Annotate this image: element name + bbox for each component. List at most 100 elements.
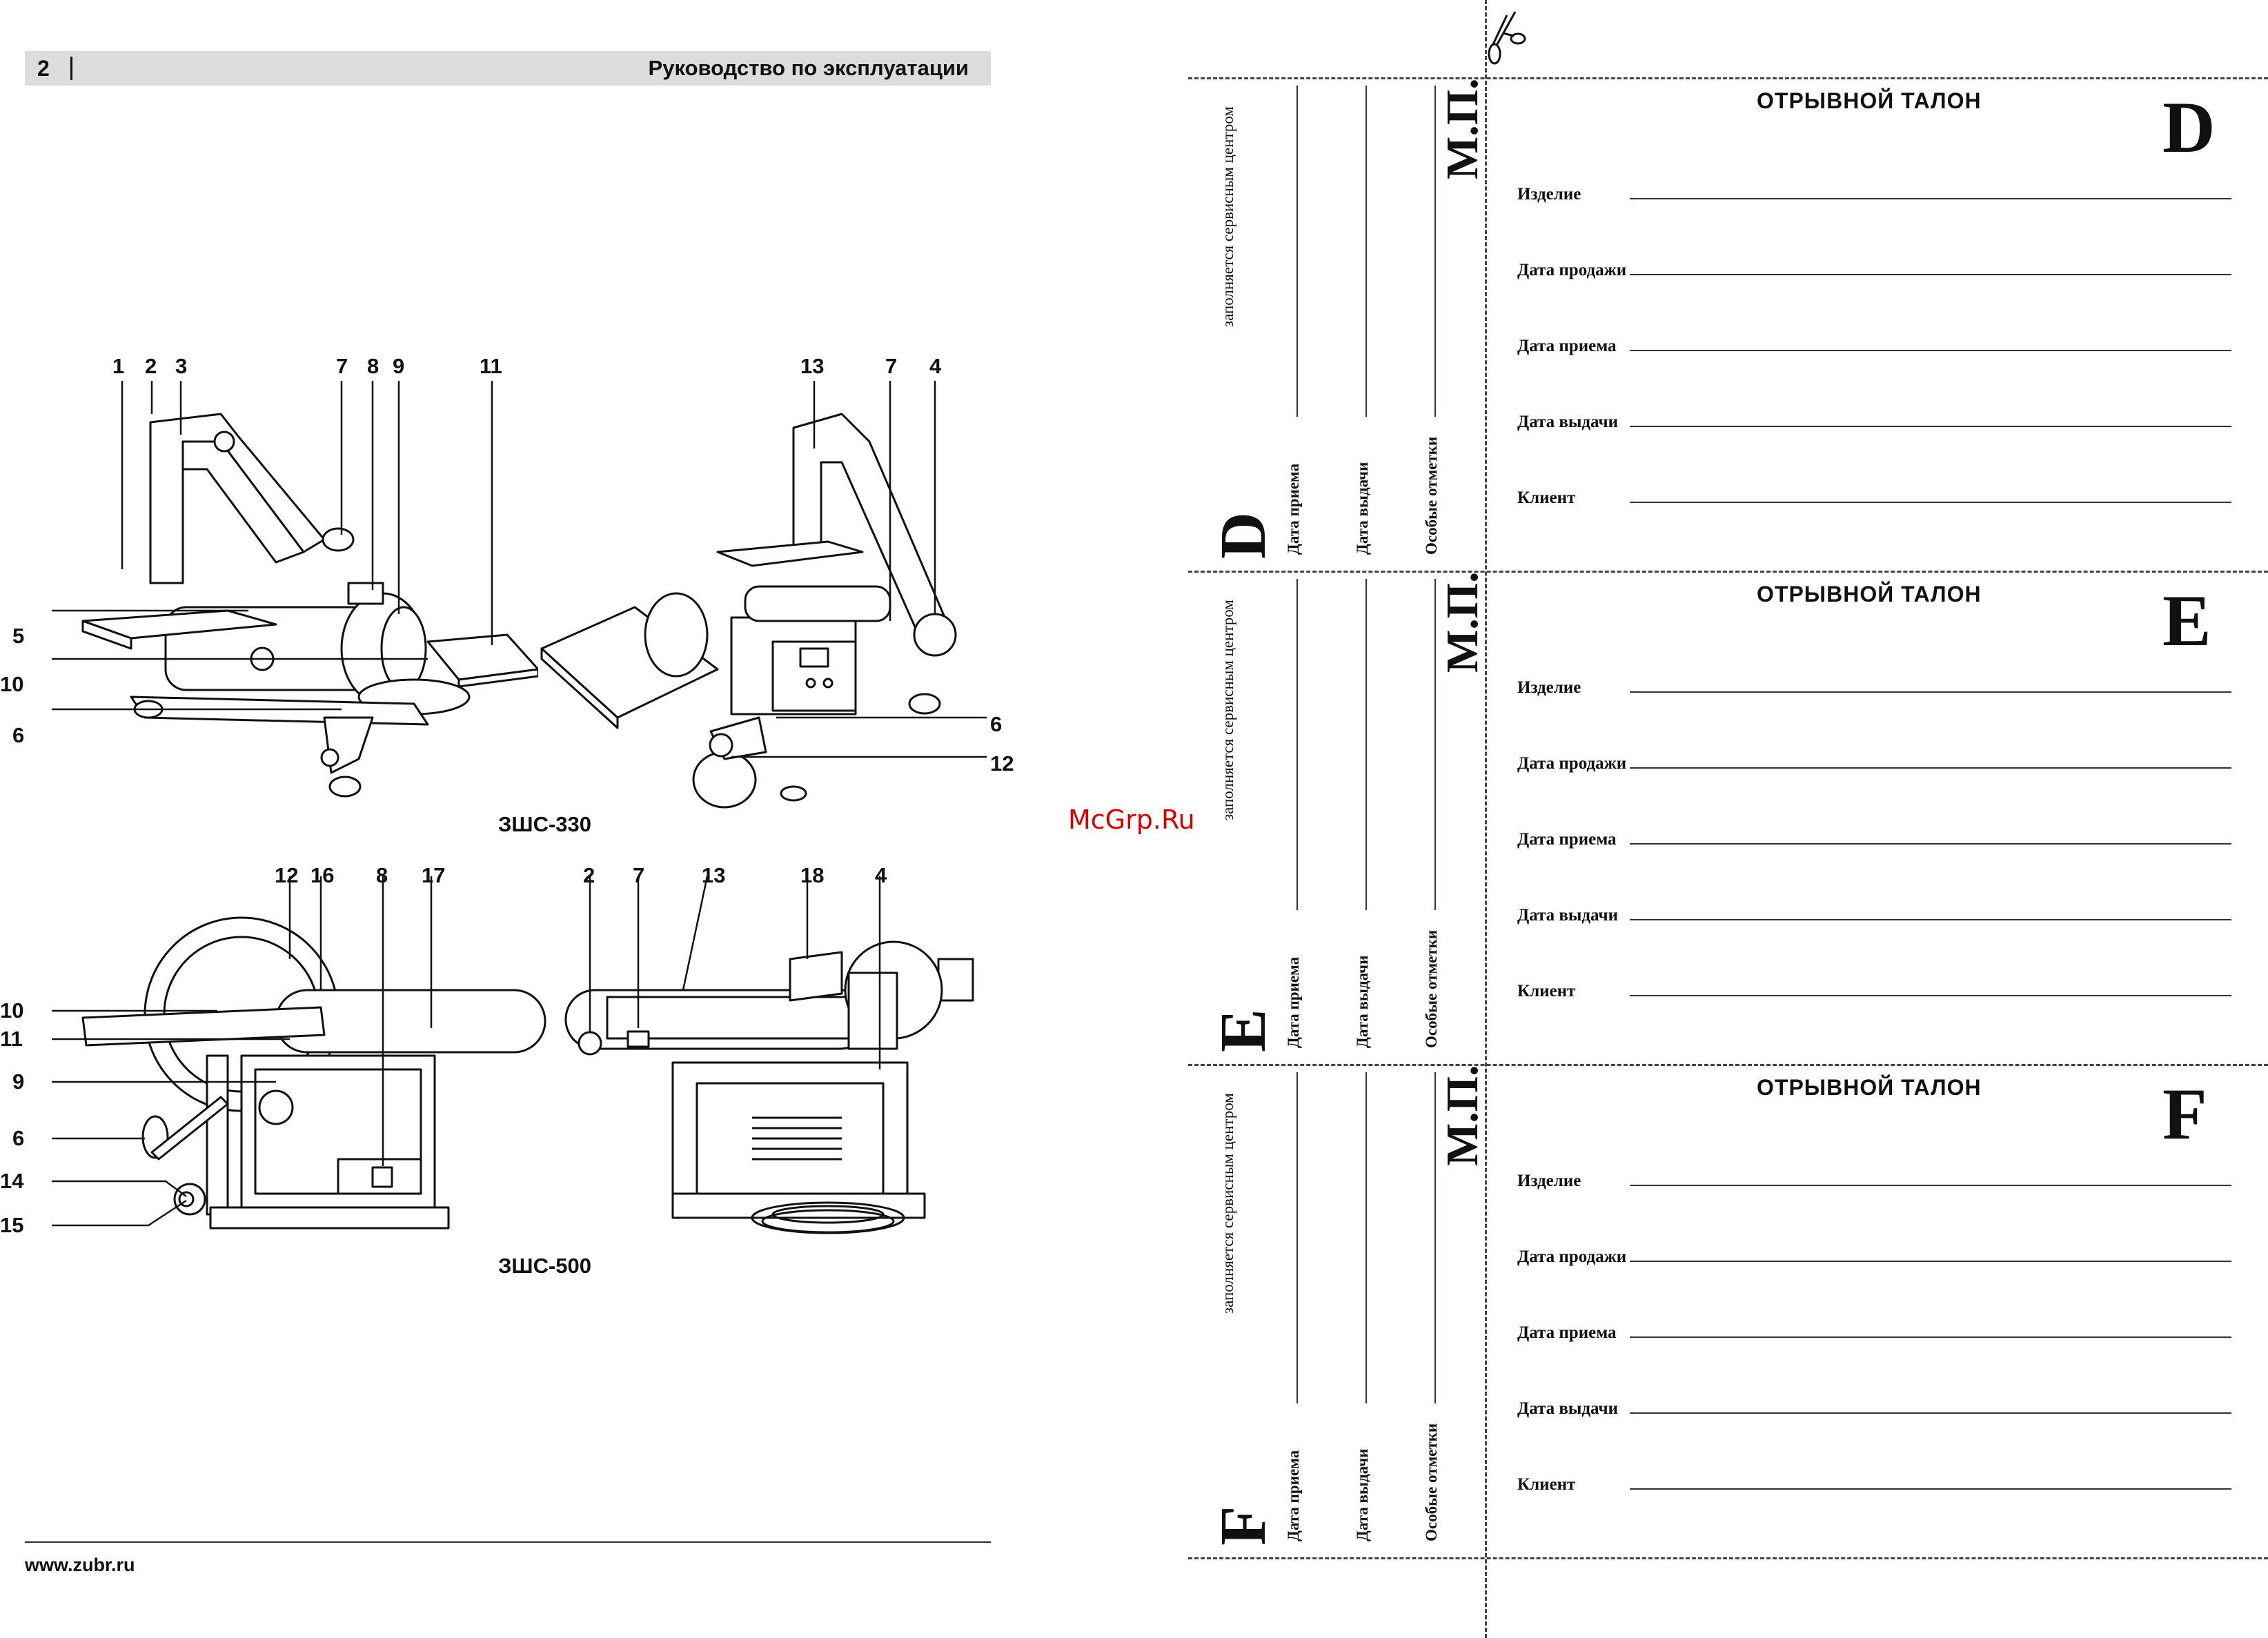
cut-line-vertical <box>1485 0 1487 1638</box>
callout-7c: 7 <box>633 863 645 887</box>
coupon-title: ОТРЫВНОЙ ТАЛОН <box>1757 88 1982 113</box>
header-divider <box>70 57 72 80</box>
stub-received-label: Дата приема <box>1285 956 1302 1048</box>
field-received-date-label: Дата приема <box>1517 830 1617 849</box>
stub-service-note: заполняется сервисным центром <box>1219 1093 1236 1314</box>
callout-13: 13 <box>800 354 825 378</box>
field-issue-date-label: Дата выдачи <box>1517 413 1619 431</box>
callout-15: 15 <box>0 1213 24 1237</box>
model-label-zshs500: ЗШС-500 <box>498 1254 592 1278</box>
page-number: 2 <box>37 56 50 81</box>
scissors-icon <box>1486 8 1528 74</box>
field-client-line[interactable] <box>1630 1488 2231 1490</box>
stub-notes-line <box>1434 86 1436 417</box>
field-issue-date-label: Дата выдачи <box>1517 1399 1619 1418</box>
field-issue-date-line[interactable] <box>1630 1412 2231 1414</box>
zshs330-right-figure <box>538 345 1035 828</box>
cut-line-bottom <box>1188 1557 2268 1559</box>
callout-18: 18 <box>800 863 825 887</box>
field-product-label: Изделие <box>1517 678 1581 697</box>
stub-service-note: заполняется сервисным центром <box>1219 600 1236 820</box>
stub-notes-label: Особые отметки <box>1423 1423 1440 1541</box>
stub-issued-line <box>1365 86 1367 417</box>
field-client-line[interactable] <box>1630 995 2231 996</box>
callout-1: 1 <box>112 354 125 378</box>
cut-line-top <box>1188 77 2268 79</box>
cut-line-d-e <box>1188 571 2268 573</box>
callout-4b: 4 <box>875 863 887 887</box>
callout-10: 10 <box>0 672 24 696</box>
field-client-line[interactable] <box>1630 502 2231 503</box>
stub-stamp: М.П. <box>1437 78 1488 179</box>
callout-17: 17 <box>422 863 446 887</box>
coupon-d: заполняется сервисным центром D Дата при… <box>1188 78 2268 570</box>
zshs330-left-figure <box>0 345 540 828</box>
field-product-line[interactable] <box>1630 1185 2231 1186</box>
field-sale-date-label: Дата продажи <box>1517 261 1627 279</box>
coupon-letter: E <box>2162 580 2211 661</box>
callout-9: 9 <box>393 354 405 378</box>
zshs500-right-drawing <box>564 876 974 1234</box>
stub-issued-label: Дата выдачи <box>1354 955 1371 1048</box>
field-received-date-line[interactable] <box>1630 350 2231 351</box>
field-received-date-label: Дата приема <box>1517 1323 1617 1342</box>
callout-2: 2 <box>145 354 157 378</box>
callout-7: 7 <box>336 354 348 378</box>
stub-received-line <box>1296 1072 1298 1403</box>
zshs500-left-figure <box>0 856 552 1249</box>
stub-issued-line <box>1365 1072 1367 1403</box>
field-sale-date-line[interactable] <box>1630 274 2231 275</box>
callout-16: 16 <box>310 863 335 887</box>
stub-notes-label: Особые отметки <box>1423 436 1440 555</box>
stub-received-line <box>1296 86 1298 417</box>
cut-line-e-f <box>1188 1064 2268 1066</box>
zshs500-left-drawing <box>52 876 546 1230</box>
callout-2b: 2 <box>583 863 595 887</box>
callout-3: 3 <box>175 354 188 378</box>
zshs330-left-drawing <box>52 381 540 798</box>
field-sale-date-line[interactable] <box>1630 1261 2231 1262</box>
field-product-line[interactable] <box>1630 198 2231 199</box>
field-product-label: Изделие <box>1517 1172 1581 1190</box>
callout-13b: 13 <box>702 863 726 887</box>
callout-5: 5 <box>12 624 25 648</box>
coupon-letter: F <box>2162 1074 2207 1154</box>
field-received-date-line[interactable] <box>1630 843 2231 845</box>
callout-14: 14 <box>0 1169 24 1193</box>
callout-12b: 12 <box>275 863 299 887</box>
zshs500-right-figure <box>552 856 1035 1249</box>
stub-letter: D <box>1207 512 1279 559</box>
field-received-date-line[interactable] <box>1630 1336 2231 1338</box>
stub-received-label: Дата приема <box>1285 463 1302 555</box>
field-client-label: Клиент <box>1517 1475 1576 1494</box>
callout-6c: 6 <box>12 1126 25 1150</box>
footer-url[interactable]: www.zubr.ru <box>25 1555 135 1575</box>
stub-issued-line <box>1365 579 1367 910</box>
field-sale-date-line[interactable] <box>1630 767 2231 769</box>
field-client-label: Клиент <box>1517 982 1576 1000</box>
field-issue-date-line[interactable] <box>1630 919 2231 920</box>
callout-4: 4 <box>929 354 942 378</box>
footer-divider <box>25 1541 991 1543</box>
field-issue-date-label: Дата выдачи <box>1517 906 1619 925</box>
page-header: 2 Руководство по эксплуатации <box>25 51 991 86</box>
page-title: Руководство по эксплуатации <box>648 56 969 80</box>
callout-11: 11 <box>480 354 502 378</box>
stub-letter: F <box>1207 1506 1279 1546</box>
stub-stamp: М.П. <box>1437 571 1488 673</box>
stub-issued-label: Дата выдачи <box>1354 462 1371 555</box>
coupon-title: ОТРЫВНОЙ ТАЛОН <box>1757 1075 1982 1100</box>
callout-9b: 9 <box>12 1069 25 1094</box>
field-sale-date-label: Дата продажи <box>1517 1247 1627 1266</box>
callout-6: 6 <box>12 723 25 747</box>
field-product-line[interactable] <box>1630 691 2231 693</box>
callout-11b: 11 <box>0 1027 23 1051</box>
callout-12: 12 <box>990 751 1014 776</box>
field-issue-date-line[interactable] <box>1630 426 2231 427</box>
callout-8: 8 <box>367 354 379 378</box>
callout-7b: 7 <box>885 354 898 378</box>
stub-issued-label: Дата выдачи <box>1354 1448 1371 1541</box>
coupon-title: ОТРЫВНОЙ ТАЛОН <box>1757 582 1982 606</box>
zshs330-right-drawing <box>540 381 987 809</box>
field-received-date-label: Дата приема <box>1517 337 1617 355</box>
